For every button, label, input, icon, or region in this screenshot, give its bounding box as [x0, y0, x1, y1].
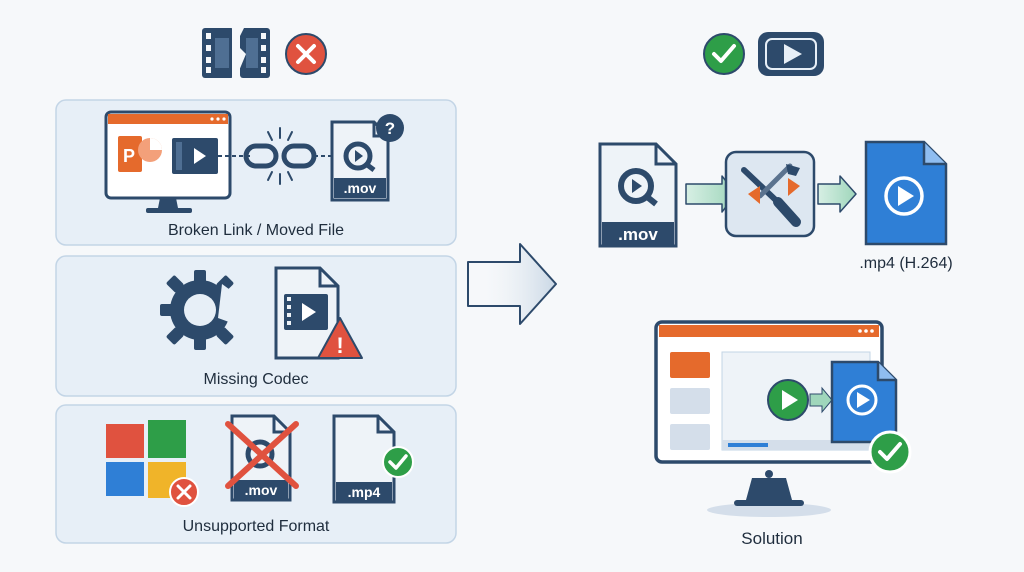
problem-panel-missing-codec: ! Missing Codec: [55, 255, 457, 397]
gear-icon: [160, 270, 244, 350]
video-file-icon: [274, 266, 340, 360]
monitor-icon: P: [104, 110, 232, 213]
problem-label-missing-codec: Missing Codec: [204, 371, 309, 388]
problem-panel-broken-link: P: [55, 99, 457, 246]
error-x-small-icon: [169, 477, 199, 507]
source-mov-file-icon: .mov: [598, 142, 678, 248]
play-icon: [758, 32, 824, 76]
mov-file-unsupported-icon: .mov: [225, 414, 299, 502]
broken-film-icon: [202, 28, 270, 78]
tools-icon: [724, 150, 816, 238]
green-play-icon: [767, 379, 809, 421]
arrow-right-icon: [467, 243, 557, 325]
source-file-ext: .mov: [618, 225, 658, 244]
svg-text:P: P: [123, 146, 135, 166]
problem-panel-unsupported-format: .mov .mp4 Unsupported Format: [55, 404, 457, 544]
powerpoint-logo: P: [118, 136, 162, 172]
warning-mark: !: [336, 333, 343, 358]
problem-label-unsupported-format: Unsupported Format: [183, 518, 330, 535]
target-mp4-file-icon: [864, 140, 948, 246]
video-thumbnail-icon: [172, 138, 218, 174]
mov-file-ext-bad: .mov: [245, 482, 278, 498]
conversion-flow: .mov .mp4 (H.264): [598, 140, 953, 272]
solution-label: Solution: [741, 529, 802, 548]
question-mark: ?: [385, 119, 395, 138]
solution-monitor-icon: [654, 320, 912, 517]
mp4-file-icon: .mp4: [332, 414, 396, 504]
success-check-small-icon: [382, 446, 414, 478]
mov-file-ext: .mov: [344, 180, 377, 196]
warning-icon: !: [317, 317, 363, 359]
solution-check-icon: [868, 430, 912, 474]
mov-file-icon: .mov: [330, 120, 390, 202]
windows-logo-icon: [106, 420, 186, 498]
target-format-label: .mp4 (H.264): [859, 255, 952, 272]
error-x-icon: [285, 33, 327, 75]
broken-chain-icon: [243, 127, 317, 185]
problem-label-broken-link: Broken Link / Moved File: [168, 222, 344, 239]
success-check-icon: [703, 33, 745, 75]
question-badge-icon: ?: [376, 114, 404, 142]
embedded-mp4-file-icon: [830, 360, 898, 444]
mp4-file-ext-good: .mp4: [348, 484, 381, 500]
